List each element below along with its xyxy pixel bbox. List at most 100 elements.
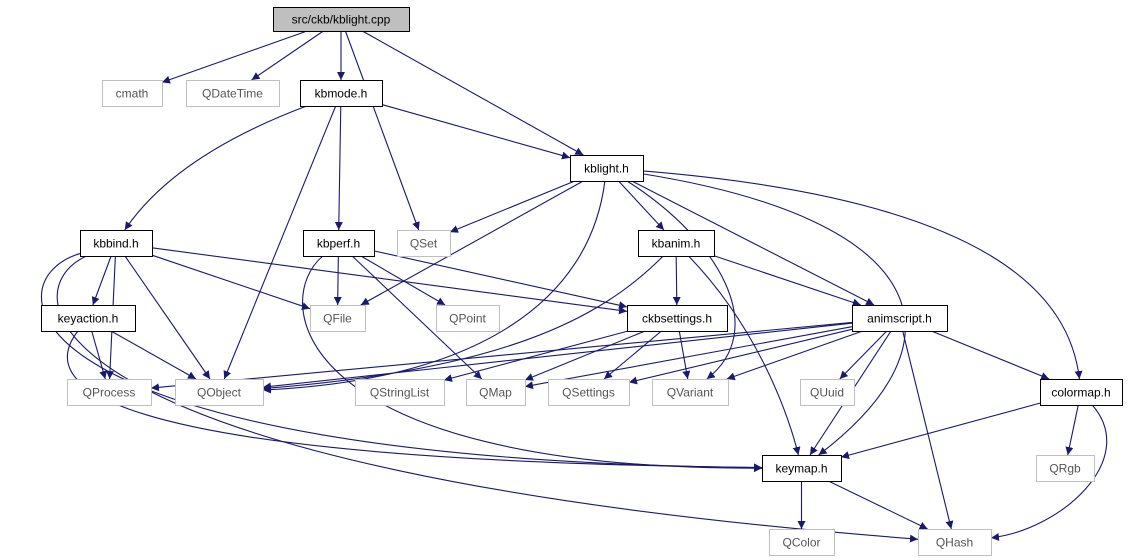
node-kbperf[interactable]: kbperf.h (303, 230, 375, 257)
node-label: cmath (116, 87, 149, 101)
node-label: kbperf.h (317, 237, 360, 251)
node-label: QStringList (370, 386, 430, 400)
nodes-layer: src/ckb/kblight.cpp cmath QDateTime kbmode.… (41, 7, 1123, 556)
node-label: QProcess (83, 386, 136, 400)
node-label: QRgb (1049, 462, 1081, 476)
edge-kbanim-to-ckbsettings (672, 255, 681, 306)
node-qcolor: QColor (769, 529, 835, 556)
edge-colormap-to-keymap (840, 402, 1041, 460)
node-keyaction[interactable]: keyaction.h (41, 305, 136, 332)
node-colormap[interactable]: colormap.h (1040, 379, 1123, 406)
node-qset: QSet (397, 230, 451, 257)
edge-colormap-to-qhash (990, 404, 1108, 541)
edge-keymap-to-qhash (828, 480, 928, 530)
node-box (186, 80, 280, 107)
edge-kbbind-to-qobject (124, 255, 211, 380)
edge-kbperf-to-ckbsettings (373, 250, 628, 310)
node-qrgb: QRgb (1036, 455, 1095, 482)
node-box (466, 379, 526, 406)
node-label: QHash (936, 536, 973, 550)
node-box (1040, 379, 1123, 406)
edge-kbmode-to-kblight (381, 104, 571, 160)
edge-kbperf-to-qmap (351, 255, 483, 380)
node-label: QUuid (810, 386, 844, 400)
node-box (570, 155, 644, 182)
node-label: QSet (410, 237, 438, 251)
node-box (102, 80, 163, 107)
edge-kbbind-to-keyaction (91, 255, 112, 306)
node-label: QFile (323, 312, 352, 326)
node-label: QPoint (449, 312, 486, 326)
node-qfile: QFile (310, 305, 366, 332)
node-qdatetime: QDateTime (186, 80, 280, 107)
node-box (918, 529, 992, 556)
edge-animscript-to-qprocess (150, 321, 853, 392)
edge-kbmode-to-kbbind (124, 105, 307, 231)
edges-layer (40, 30, 1108, 543)
edge-root-to-cmath (161, 30, 308, 84)
edge-kbbind-to-ckbsettings (151, 247, 628, 315)
node-qstringlist: QStringList (355, 379, 445, 406)
node-qhash: QHash (918, 529, 992, 556)
node-box (67, 379, 152, 406)
node-label: QVariant (667, 386, 714, 400)
node-label: animscript.h (867, 312, 932, 326)
node-keymap[interactable]: keymap.h (762, 455, 842, 482)
edge-kbanim-to-qobject (262, 255, 664, 392)
node-box (300, 80, 383, 107)
edge-kbperf-to-qfile (333, 255, 342, 306)
edge-kbperf-to-keymap (302, 255, 763, 473)
node-box (303, 230, 375, 257)
node-qvariant: QVariant (652, 379, 729, 406)
edge-kblight-to-qfile (360, 180, 584, 306)
edge-kbmode-to-kbperf (334, 105, 343, 231)
node-box (762, 455, 842, 482)
node-label: ckbsettings.h (642, 312, 712, 326)
edge-kbanim-to-animscript (713, 255, 861, 307)
edge-keyaction-to-qobject (110, 330, 197, 380)
node-label: kblight.h (584, 162, 629, 176)
edge-ckbsettings-to-qmap (524, 330, 646, 381)
edge-kbbind-to-qfile (151, 254, 311, 310)
edge-animscript-to-qhash (902, 330, 954, 530)
edge-ckbsettings-to-qstringlist (443, 330, 629, 382)
edge-root-to-kblight (362, 30, 584, 156)
node-ckbsettings[interactable]: ckbsettings.h (627, 305, 728, 332)
node-box (1036, 455, 1095, 482)
node-kblight[interactable]: kblight.h (570, 155, 644, 182)
node-cmath: cmath (102, 80, 163, 107)
node-kbbind[interactable]: kbbind.h (80, 230, 153, 257)
node-label: QObject (197, 386, 242, 400)
edge-root-to-qset (344, 30, 420, 231)
edge-kblight-to-qset (449, 180, 575, 233)
node-qpoint: QPoint (436, 305, 500, 332)
edge-kbanim-to-keymap (688, 255, 801, 456)
node-animscript[interactable]: animscript.h (852, 305, 948, 332)
edge-animscript-to-qvariant (726, 330, 863, 381)
edge-colormap-to-qrgb (1065, 404, 1079, 456)
node-box (652, 379, 729, 406)
node-label: QDateTime (202, 87, 263, 101)
edge-animscript-to-qmap (524, 326, 853, 390)
node-label: keymap.h (775, 462, 827, 476)
node-kbmode[interactable]: kbmode.h (300, 80, 383, 107)
node-kbanim[interactable]: kbanim.h (638, 230, 715, 257)
node-label: kbmode.h (315, 87, 368, 101)
node-qprocess: QProcess (67, 379, 152, 406)
node-box (273, 7, 410, 32)
edge-kblight-to-keymap (642, 173, 906, 456)
edge-ckbsettings-to-qsettings (603, 330, 662, 380)
node-root[interactable]: src/ckb/kblight.cpp (273, 7, 410, 32)
edge-kbmode-to-qobject (223, 105, 337, 380)
node-box (852, 305, 948, 332)
edge-kblight-to-colormap (642, 170, 1083, 380)
edge-kbperf-to-qpoint (360, 255, 446, 306)
node-box (436, 305, 500, 332)
edge-animscript-to-quuid (839, 330, 888, 380)
edge-kblight-to-qvariant (626, 180, 736, 380)
node-label: colormap.h (1051, 386, 1110, 400)
edge-keyaction-to-qprocess (91, 330, 107, 380)
node-qobject: QObject (175, 379, 264, 406)
node-label: src/ckb/kblight.cpp (292, 13, 391, 27)
